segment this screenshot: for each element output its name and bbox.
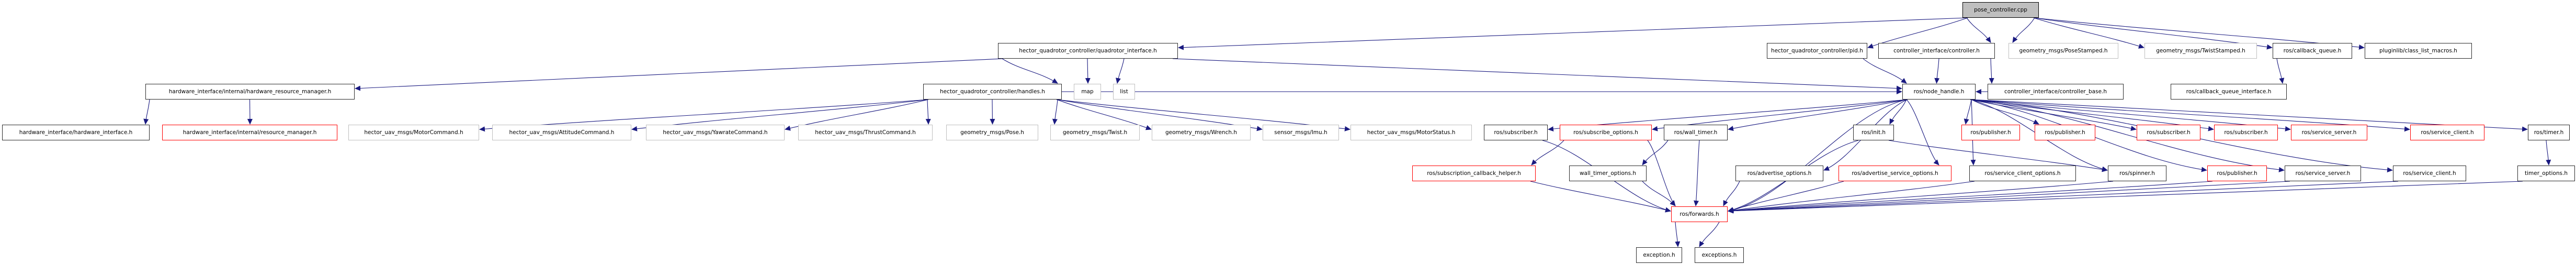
edge-node_handle-publisher_r2	[1971, 99, 2039, 125]
edge-quadrotor_interface-node_handle	[1172, 58, 1902, 91]
edge-wall_timer-wall_timer_options	[1642, 140, 1669, 166]
edge-subscription_callback_helper-forwards	[1530, 181, 1671, 213]
edge-node_handle-advertise_service_options	[1906, 99, 1939, 166]
graph-node-wrench: geometry_msgs/Wrench.h	[1152, 125, 1251, 140]
graph-node-subscribe_options[interactable]: ros/subscribe_options.h	[1560, 125, 1652, 140]
edge-subscribe_options-subscription_callback_helper	[1531, 140, 1564, 166]
graph-node-handles[interactable]: hector_quadrotor_controller/handles.h	[923, 84, 1062, 100]
edge-callback_queue-callback_queue_interface	[2276, 58, 2285, 84]
graph-node-advertise_service_options[interactable]: ros/advertise_service_options.h	[1839, 166, 1951, 181]
graph-node-init[interactable]: ros/init.h	[1853, 125, 1894, 140]
edge-quadrotor_interface-list	[1116, 58, 1125, 84]
graph-node-exceptions[interactable]: exceptions.h	[1695, 247, 1744, 263]
graph-node-service_client_b[interactable]: ros/service_client.h	[2393, 166, 2466, 181]
graph-node-twiststamped: geometry_msgs/TwistStamped.h	[2144, 43, 2257, 59]
edge-subscribe_options-forwards	[1647, 140, 1676, 206]
graph-node-yawrate_command: hector_uav_msgs/YawrateCommand.h	[646, 125, 785, 140]
graph-node-subscriber_r2[interactable]: ros/subscriber.h	[2214, 125, 2278, 140]
edge-timer-timer_options	[2546, 140, 2551, 166]
graph-node-publisher_r3[interactable]: ros/publisher.h	[2207, 166, 2267, 181]
edge-handles-twist	[1052, 99, 1058, 125]
edge-forwards-exceptions	[1699, 222, 1720, 247]
edge-controller-node_handle	[1934, 58, 1940, 84]
graph-node-controller[interactable]: controller_interface/controller.h	[1878, 43, 1995, 59]
edge-handles-motor_command	[479, 99, 929, 132]
graph-node-list: list	[1113, 84, 1135, 100]
graph-node-exception[interactable]: exception.h	[1636, 247, 1682, 263]
edge-publisher_r3-forwards	[1728, 181, 2213, 214]
edge-wall_timer-forwards	[1694, 140, 1700, 206]
graph-node-map: map	[1074, 84, 1101, 100]
edge-controller-controller_base	[1989, 58, 1994, 84]
edge-root-posestamped	[2012, 17, 2035, 43]
edge-handles-pose	[990, 99, 995, 125]
graph-node-timer_options[interactable]: timer_options.h	[2517, 166, 2575, 181]
graph-node-timer[interactable]: ros/timer.h	[2528, 125, 2570, 140]
edge-service_client_options-forwards	[1728, 181, 1975, 213]
graph-node-forwards[interactable]: ros/forwards.h	[1671, 206, 1728, 222]
edge-node_handle-publisher_r1	[1964, 99, 1972, 125]
graph-node-callback_queue[interactable]: ros/callback_queue.h	[2273, 43, 2352, 59]
edge-node_handle-service_client_r	[1970, 99, 2410, 132]
edge-quadrotor_interface-hardware_resource_manager	[355, 58, 1004, 91]
graph-node-twist: geometry_msgs/Twist.h	[1050, 125, 1140, 140]
edge-node_handle-service_server_b	[1970, 99, 2285, 172]
edge-handles-wrench	[1056, 99, 1152, 130]
graph-node-subscriber_blk[interactable]: ros/subscriber.h	[1484, 125, 1548, 140]
graph-node-subscriber_r1[interactable]: ros/subscriber.h	[2137, 125, 2200, 140]
graph-node-hardware_resource_manager[interactable]: hardware_interface/internal/hardware_res…	[145, 84, 355, 100]
edge-service_server_b-forwards	[1728, 181, 2290, 214]
graph-node-controller_base[interactable]: controller_interface/controller_base.h	[1988, 84, 2124, 100]
edge-handles-thrust_command	[925, 99, 931, 125]
graph-node-service_server_r[interactable]: ros/service_server.h	[2291, 125, 2367, 140]
edge-pid-node_handle	[1863, 58, 1907, 84]
graph-node-pid[interactable]: hector_quadrotor_controller/pid.h	[1767, 43, 1867, 59]
edge-hardware_resource_manager-resource_manager	[247, 99, 253, 125]
edge-quadrotor_interface-map	[1085, 58, 1091, 84]
edge-root-twiststamped	[2033, 17, 2144, 49]
graph-node-pose: geometry_msgs/Pose.h	[946, 125, 1038, 140]
graph-node-quadrotor_interface[interactable]: hector_quadrotor_controller/quadrotor_in…	[998, 43, 1178, 59]
edge-advertise_service_options-forwards	[1728, 181, 1844, 212]
edge-hardware_resource_manager-hardware_interface	[143, 99, 150, 125]
graph-node-hardware_interface[interactable]: hardware_interface/hardware_interface.h	[2, 125, 150, 140]
graph-node-resource_manager[interactable]: hardware_interface/internal/resource_man…	[162, 125, 337, 140]
graph-node-motor_command: hector_uav_msgs/MotorCommand.h	[348, 125, 479, 140]
edge-node_handle-forwards	[1728, 99, 1908, 213]
graph-node-publisher_r1[interactable]: ros/publisher.h	[1961, 125, 2020, 140]
edge-wall_timer_options-forwards	[1642, 181, 1676, 206]
graph-node-attitude_command: hector_uav_msgs/AttitudeCommand.h	[492, 125, 631, 140]
edge-advertise_options-forwards	[1723, 181, 1740, 206]
edge-quadrotor_interface-handles	[1002, 58, 1058, 84]
graph-node-imu: sensor_msgs/Imu.h	[1263, 125, 1339, 140]
edge-timer_options-forwards	[1728, 181, 2523, 214]
graph-node-node_handle[interactable]: ros/node_handle.h	[1902, 84, 1976, 100]
edge-node_handle-init	[1889, 99, 1907, 125]
edge-init-spinner	[1888, 140, 2108, 172]
graph-node-service_server_b[interactable]: ros/service_server.h	[2285, 166, 2361, 181]
graph-node-class_list_macros[interactable]: pluginlib/class_list_macros.h	[2365, 43, 2472, 59]
graph-node-wall_timer[interactable]: ros/wall_timer.h	[1664, 125, 1728, 140]
graph-node-publisher_r2[interactable]: ros/publisher.h	[2035, 125, 2095, 140]
edge-node_handle-wall_timer	[1728, 99, 1908, 131]
graph-node-thrust_command: hector_uav_msgs/ThrustCommand.h	[798, 125, 933, 140]
graph-node-service_client_r[interactable]: ros/service_client.h	[2410, 125, 2484, 140]
edge-root-controller	[1966, 17, 1991, 43]
graph-node-advertise_options[interactable]: ros/advertise_options.h	[1735, 166, 1823, 181]
edge-forwards-exception	[1675, 222, 1681, 247]
graph-node-posestamped: geometry_msgs/PoseStamped.h	[2008, 43, 2118, 59]
graph-node-wall_timer_options[interactable]: wall_timer_options.h	[1569, 166, 1647, 181]
graph-node-root: pose_controller.cpp	[1962, 2, 2039, 18]
graph-node-service_client_options[interactable]: ros/service_client_options.h	[1969, 166, 2076, 181]
graph-node-spinner[interactable]: ros/spinner.h	[2108, 166, 2166, 181]
graph-node-callback_queue_interface[interactable]: ros/callback_queue_interface.h	[2171, 84, 2287, 100]
graph-node-subscription_callback_helper[interactable]: ros/subscription_callback_helper.h	[1412, 166, 1536, 181]
edge-spinner-forwards	[1728, 181, 2114, 214]
graph-node-motor_status: hector_uav_msgs/MotorStatus.h	[1351, 125, 1472, 140]
